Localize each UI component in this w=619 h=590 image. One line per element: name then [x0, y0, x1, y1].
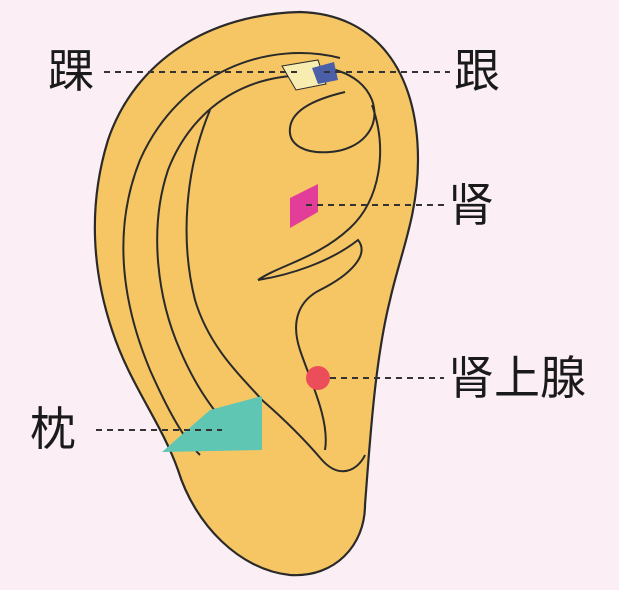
adrenal-gland-label: 肾上腺 [448, 355, 586, 401]
kidney-label: 肾 [448, 182, 494, 228]
adrenal-point [306, 366, 330, 390]
heel-label: 跟 [454, 48, 500, 94]
ankle-label: 踝 [48, 48, 94, 94]
occiput-label: 枕 [30, 406, 76, 452]
